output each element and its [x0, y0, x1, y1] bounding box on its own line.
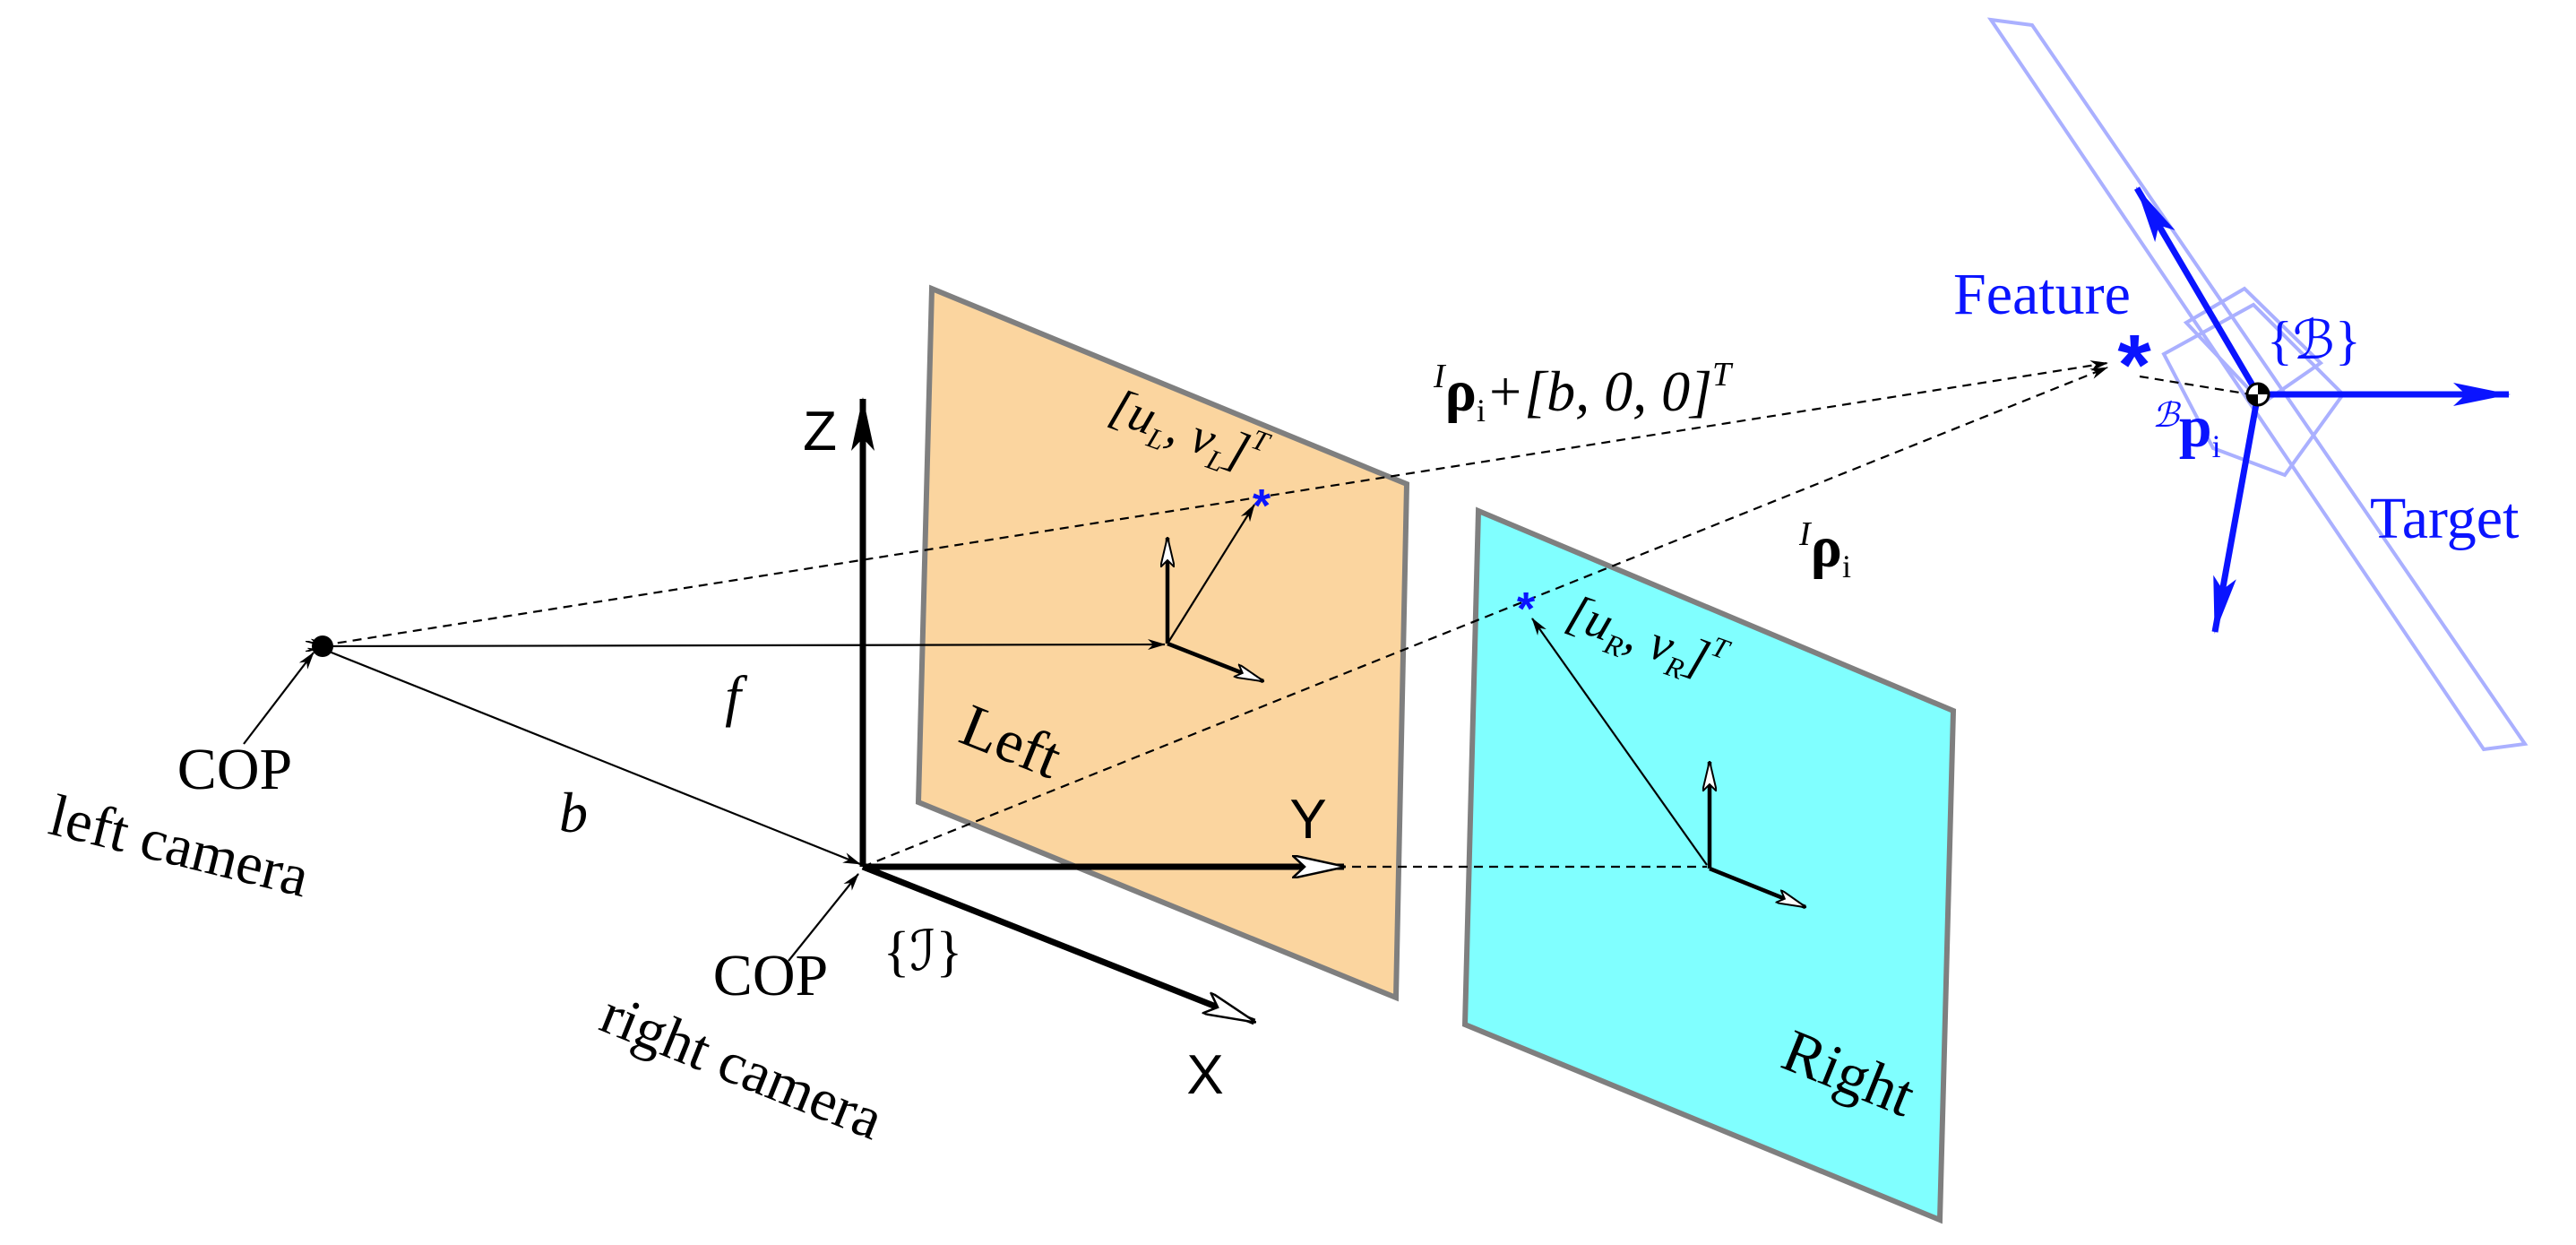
left-image-frame: [1167, 504, 1263, 684]
baseline-line: [327, 651, 860, 866]
right-image-frame: [1531, 618, 1805, 910]
inertial-frame-label: {ℐ}: [883, 921, 963, 982]
body-point-label: ℬpi: [2152, 394, 2221, 464]
ray-to-body-origin: [2139, 375, 2252, 396]
position-label: Iρi: [1798, 514, 1851, 584]
feature-label: Feature: [1953, 262, 2131, 327]
axis-z-label: Z: [803, 401, 837, 463]
feature-point-marker: *: [2117, 317, 2151, 413]
cop-right-pointer: [788, 873, 859, 962]
focal-length-label: f: [725, 664, 748, 728]
cop-right-label: COP: [713, 943, 828, 1008]
cop-left-point: [312, 635, 333, 657]
left-image-point-marker: *: [1253, 480, 1271, 532]
cop-left-pointer: [243, 652, 314, 745]
body-axis-up: [2133, 186, 2262, 396]
ray-right-cop-to-feature: [862, 366, 2108, 869]
cop-left-label: COP: [177, 737, 292, 802]
body-axis-down: [2211, 393, 2262, 634]
body-origin-marker: [2245, 382, 2270, 407]
right-image-point-marker: *: [1517, 584, 1536, 635]
axis-y-label: Y: [1289, 789, 1326, 851]
baseline-label: b: [559, 781, 588, 844]
shifted-position-label: Iρi+[b, 0, 0]T: [1433, 356, 1734, 428]
target-label: Target: [2370, 486, 2519, 551]
target-body-outline: [1986, 17, 2529, 752]
ray-left-cop-to-feature: [322, 360, 2108, 647]
body-frame-label: {ℬ}: [2267, 311, 2361, 370]
axis-x-label: X: [1186, 1044, 1223, 1106]
axis-x: [861, 863, 1254, 1025]
